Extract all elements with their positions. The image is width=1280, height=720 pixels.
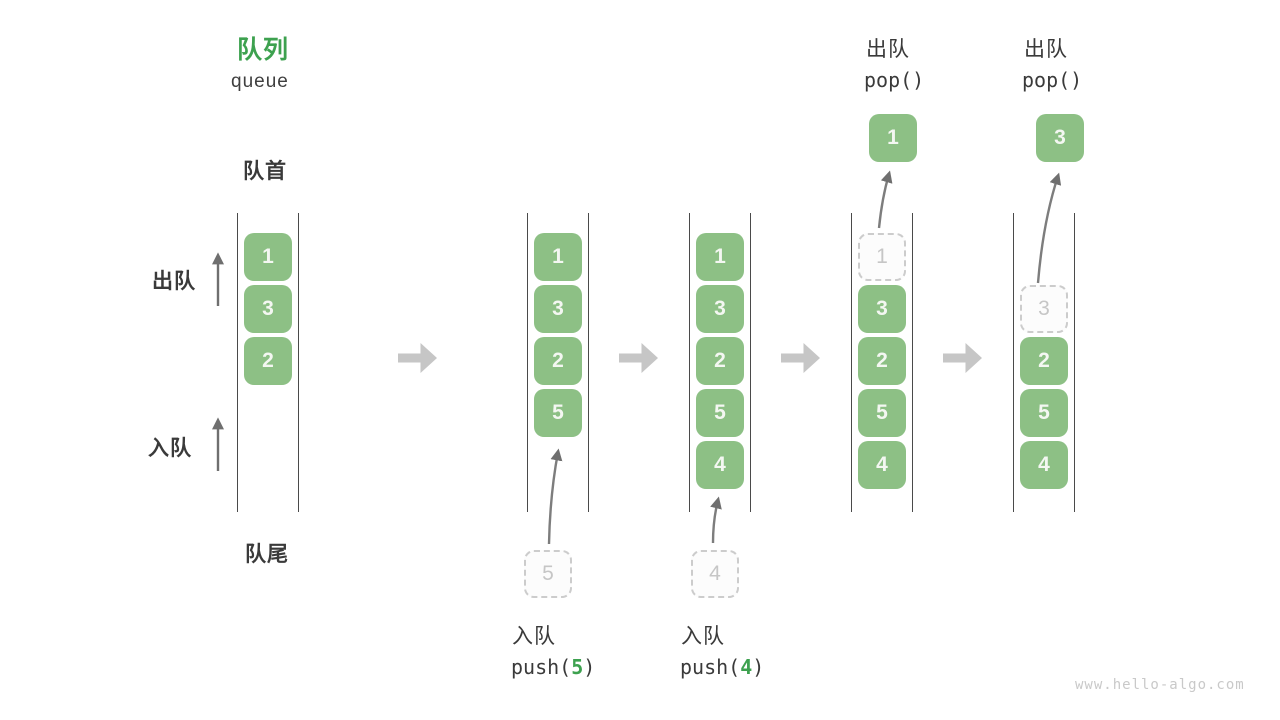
side-enqueue-label: 入队: [148, 437, 192, 460]
queue-column-2: 1 3 2 5: [527, 213, 589, 512]
pending-push-item: 4: [691, 550, 739, 598]
popped-ghost-slot: 3: [1020, 285, 1068, 333]
queue-item: 2: [696, 337, 744, 385]
queue-item: 5: [1020, 389, 1068, 437]
queue-item: 4: [1020, 441, 1068, 489]
push5-label: 入队: [512, 625, 556, 648]
right-block-arrow-icon: [398, 343, 437, 373]
queue-item: 4: [696, 441, 744, 489]
popped-item: 1: [869, 114, 917, 162]
queue-item: 3: [858, 285, 906, 333]
popped-item: 3: [1036, 114, 1084, 162]
popped-ghost-slot: 1: [858, 233, 906, 281]
push5-code: push(5): [511, 655, 596, 679]
right-block-arrow-icon: [781, 343, 820, 373]
pop1-label: 出队: [866, 38, 910, 61]
right-block-arrow-icon: [619, 343, 658, 373]
side-dequeue-label: 出队: [152, 270, 196, 293]
push4-arg: 4: [740, 655, 753, 679]
queue-item: 5: [534, 389, 582, 437]
queue-item: 1: [244, 233, 292, 281]
queue-item: 2: [858, 337, 906, 385]
queue-column-1: 1 3 2: [237, 213, 299, 512]
pop3-label: 出队: [1024, 38, 1068, 61]
push5-arg: 5: [571, 655, 584, 679]
watermark: www.hello-algo.com: [1075, 677, 1245, 693]
queue-column-3: 1 3 2 5 4: [689, 213, 751, 512]
queue-item: 5: [696, 389, 744, 437]
page-title: 队列: [237, 36, 290, 64]
queue-item: 2: [244, 337, 292, 385]
push4-code: push(4): [680, 655, 765, 679]
pending-push-item: 5: [524, 550, 572, 598]
queue-item: 1: [534, 233, 582, 281]
front-label: 队首: [243, 160, 287, 183]
queue-item: 2: [1020, 337, 1068, 385]
pop3-code: pop(): [1022, 68, 1083, 92]
queue-item: 2: [534, 337, 582, 385]
queue-item: 5: [858, 389, 906, 437]
queue-item: 3: [244, 285, 292, 333]
queue-column-5: 3 2 5 4: [1013, 213, 1075, 512]
queue-item: 1: [696, 233, 744, 281]
pop1-code: pop(): [864, 68, 925, 92]
queue-column-4: 1 3 2 5 4: [851, 213, 913, 512]
queue-item: 4: [858, 441, 906, 489]
right-block-arrow-icon: [943, 343, 982, 373]
rear-label: 队尾: [245, 543, 289, 566]
push4-label: 入队: [681, 625, 725, 648]
page-subtitle: queue: [231, 71, 289, 92]
queue-item: 3: [696, 285, 744, 333]
queue-item: 3: [534, 285, 582, 333]
